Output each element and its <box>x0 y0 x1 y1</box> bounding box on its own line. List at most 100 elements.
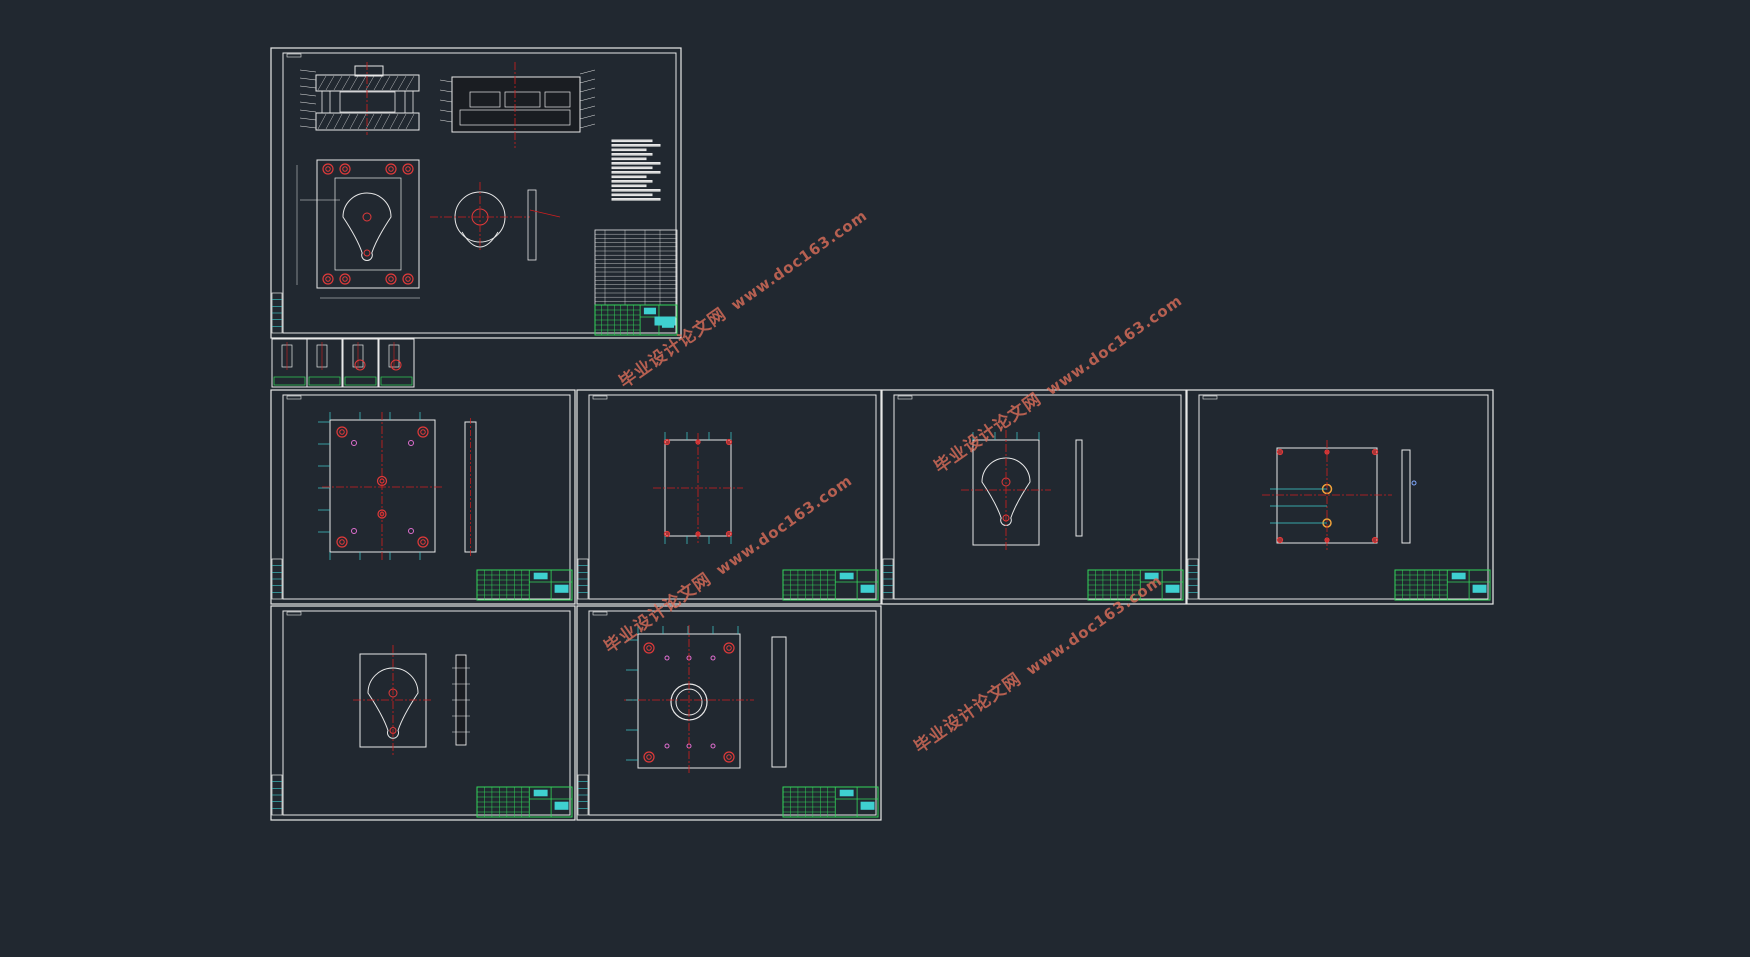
leader-line <box>579 69 596 75</box>
sheet-part-e <box>270 605 576 821</box>
part-profile <box>342 192 392 261</box>
thumb-border <box>378 338 415 388</box>
bolt-hole-inner <box>1373 538 1377 542</box>
leader-line <box>579 105 596 111</box>
sheet-tag <box>286 611 302 616</box>
bolt-hole-inner <box>646 645 652 651</box>
part-hole <box>362 212 372 222</box>
hatch-line <box>373 75 383 91</box>
hatch-line <box>405 113 415 130</box>
hatch-line <box>333 75 343 91</box>
bolt-hole <box>723 751 735 763</box>
die-part <box>544 91 571 108</box>
hatch-line <box>317 113 327 130</box>
sheet-tag <box>592 395 608 400</box>
margin-strip <box>577 558 589 600</box>
title-block <box>476 786 573 818</box>
sheet-outer-border <box>576 605 882 821</box>
leader-line <box>579 78 596 84</box>
sheet-tag <box>592 611 608 616</box>
sheet-outer-border <box>881 389 1187 605</box>
title-block <box>782 786 879 818</box>
sheet-inner-border <box>1198 394 1489 600</box>
title-block-text-mark <box>839 789 854 797</box>
bolt-hole-inner <box>1278 538 1282 542</box>
side-view-outline <box>1401 449 1411 544</box>
leader-line <box>579 114 596 120</box>
thumbnail-sheet-1 <box>271 338 308 388</box>
thumb-title-block <box>308 376 341 386</box>
title-block-text-mark <box>654 316 676 326</box>
margin-strip <box>271 292 283 334</box>
bolt-hole <box>663 438 671 446</box>
leader-line <box>579 123 596 129</box>
bolt-hole-inner <box>342 276 348 282</box>
bolt-hole <box>1276 448 1284 456</box>
sheet-inner-border <box>588 610 877 816</box>
sheet-part-a <box>270 389 576 605</box>
note-text-line <box>611 144 661 147</box>
bolt-hole <box>336 536 348 548</box>
part-profile <box>461 231 499 248</box>
title-block-text-mark <box>1472 584 1487 593</box>
leader-line <box>439 109 453 113</box>
hatch-line <box>381 113 391 130</box>
sheet-part-d <box>1186 389 1494 605</box>
part-profile <box>981 457 1031 526</box>
bolt-hole <box>417 536 429 548</box>
die-part <box>469 91 501 108</box>
bolt-hole <box>402 273 414 285</box>
leader-line <box>299 77 317 81</box>
die-top-plate <box>315 74 420 92</box>
punch-block <box>339 91 396 113</box>
bolt-hole-inner <box>665 440 669 444</box>
hatch-line <box>381 75 391 91</box>
bolt-hole <box>322 273 334 285</box>
pin-hole <box>408 440 414 446</box>
bolt-hole-inner <box>388 276 394 282</box>
part-hole <box>363 249 371 257</box>
margin-strip <box>271 558 283 600</box>
sheet-outer-border <box>1186 389 1494 605</box>
bolt-hole <box>725 438 733 446</box>
title-block-text-mark <box>839 572 854 580</box>
parts-list-frame <box>594 229 678 306</box>
thumb-title-block <box>380 376 413 386</box>
hatch-line <box>333 113 343 130</box>
hatch-line <box>389 75 399 91</box>
bolt-hole <box>417 426 429 438</box>
leader-line <box>299 93 317 97</box>
section-view-right <box>439 62 596 148</box>
note-text-line <box>611 148 647 152</box>
title-block <box>476 569 573 601</box>
title-block <box>782 569 879 601</box>
bolt-hole-inner <box>1278 450 1282 454</box>
die-part <box>504 91 541 108</box>
sheet-tag <box>286 53 302 58</box>
thumbnail-sheet-2 <box>306 338 343 388</box>
sheet-inner-border <box>282 52 677 334</box>
plate-outline <box>329 419 436 553</box>
hatch-line <box>365 113 375 130</box>
bolt-hole <box>725 530 733 538</box>
pin-hole <box>710 743 716 749</box>
note-text-line <box>611 189 661 192</box>
technical-notes <box>611 139 661 201</box>
bolt-hole-inner <box>726 754 732 760</box>
bolt-hole-inner <box>388 166 394 172</box>
leader-line <box>439 89 453 93</box>
title-block-text-mark <box>533 572 548 580</box>
bolt-hole-inner <box>726 645 732 651</box>
hatch-line <box>325 113 335 130</box>
thumb-hole <box>390 359 402 371</box>
note-text-line <box>611 184 647 188</box>
pin-hole <box>351 440 357 446</box>
title-block-text-mark <box>1165 584 1180 593</box>
hatch-line <box>397 75 407 91</box>
sheet-tag <box>286 395 302 400</box>
title-block-text-mark <box>1451 572 1466 580</box>
hatch-line <box>317 75 327 91</box>
note-text-line <box>611 166 653 170</box>
pin-hole <box>664 743 670 749</box>
